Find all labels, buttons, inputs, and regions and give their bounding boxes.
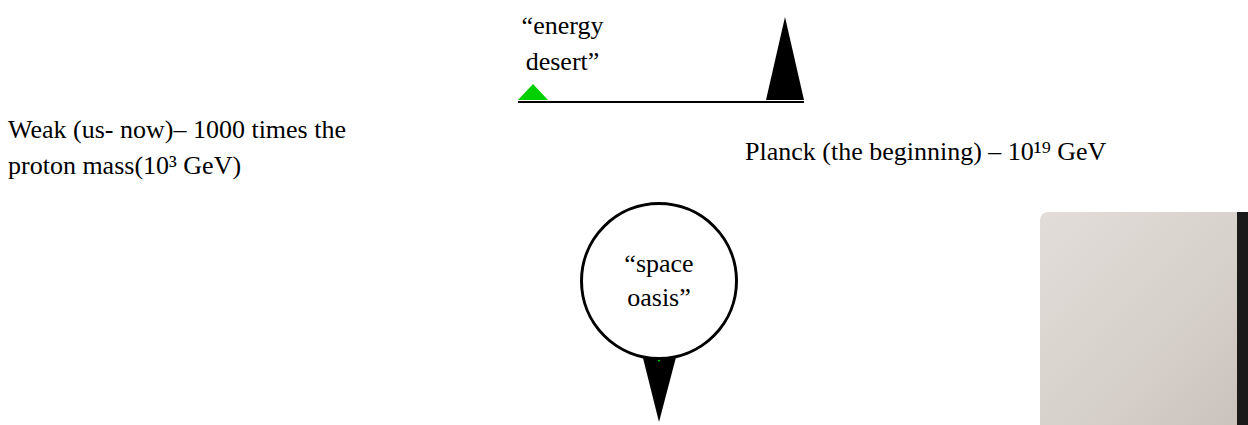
scale-label: Planck (the beginning) – 10¹⁹ GeV: [745, 134, 1106, 170]
region-label: “energy desert”: [505, 8, 620, 80]
scale-line: [518, 101, 804, 103]
oasis-circle: “space oasis”: [580, 202, 738, 360]
photo-edge: [1237, 212, 1248, 425]
circle-outline: [580, 202, 738, 360]
node-text: “space oasis”: [603, 247, 715, 315]
circle-shape: [582, 204, 737, 359]
scale-label: Weak (us- now)– 1000 times the proton ma…: [8, 112, 376, 184]
small-green-triangle: [518, 84, 548, 100]
photo-fragment: [1040, 212, 1248, 425]
large-black-triangle: [766, 17, 804, 100]
node-content: “space oasis”: [580, 202, 738, 360]
